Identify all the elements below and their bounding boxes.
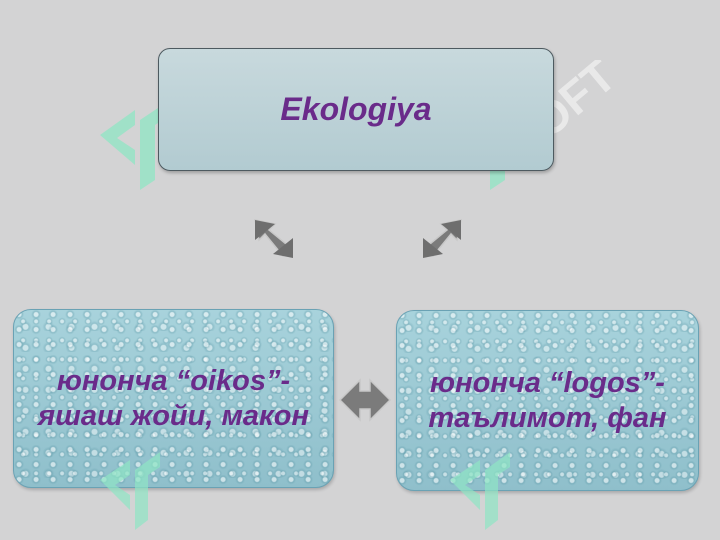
double-arrow-horizontal-icon — [338, 376, 392, 424]
diagonal-arrow-right-icon — [419, 216, 465, 262]
logos-label: юнонча “logos”- таълимот, фан — [428, 367, 667, 434]
oikos-label: юнонча “oikos”- яшаш жойи, макон — [38, 365, 309, 432]
ekologiya-label: Ekologiya — [280, 91, 432, 127]
oikos-box: юнонча “oikos”- яшаш жойи, макон — [13, 309, 334, 488]
diagonal-arrow-left-icon — [251, 216, 297, 262]
logos-box: юнонча “logos”- таълимот, фан — [396, 310, 699, 491]
ekologiya-box: Ekologiya — [158, 48, 554, 171]
